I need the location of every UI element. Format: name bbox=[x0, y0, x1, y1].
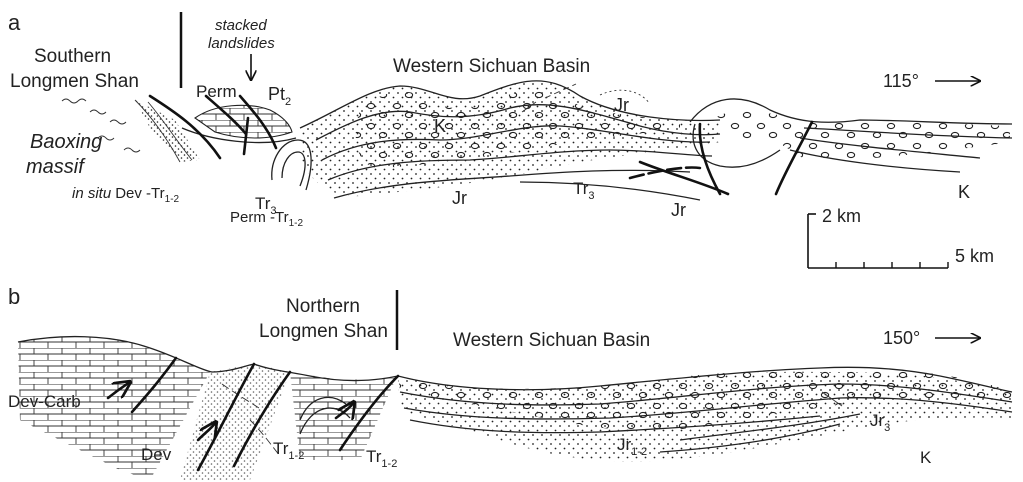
thrust-fault-a5 bbox=[640, 162, 728, 194]
label-jr-mid: Jr bbox=[452, 188, 467, 208]
panel-a-letter: a bbox=[8, 10, 21, 35]
label-pt2: Pt2 bbox=[268, 84, 291, 108]
baoxing-label-2: massif bbox=[26, 156, 86, 178]
scale-horizontal-label: 5 km bbox=[955, 246, 994, 266]
panel-a: a Southern Longmen Shan stacked landslid… bbox=[8, 10, 1012, 229]
panel-b-region-right: Western Sichuan Basin bbox=[453, 330, 650, 351]
scale-bar: 2 km 5 km bbox=[808, 206, 994, 268]
scale-vertical-label: 2 km bbox=[822, 206, 861, 226]
label-perm-tr: Perm -Tr1-2 bbox=[230, 209, 304, 229]
baoxing-label-1: Baoxing bbox=[30, 131, 102, 153]
annotation-stacked: stacked bbox=[215, 17, 267, 34]
label-devcarb: Dev-Carb bbox=[8, 392, 81, 411]
panel-b-direction: 150° bbox=[883, 328, 920, 348]
annotation-landslides: landslides bbox=[208, 35, 275, 52]
thrust-fault-a7 bbox=[630, 167, 700, 178]
label-k-left: K bbox=[434, 116, 446, 136]
panel-a-direction: 115° bbox=[883, 71, 919, 91]
label-k-b: K bbox=[920, 448, 932, 467]
label-tr3-right: Tr3 bbox=[573, 179, 595, 202]
label-perm: Perm bbox=[196, 82, 237, 101]
panel-b-region-left-line2: Longmen Shan bbox=[259, 321, 388, 342]
panel-a-region-left-line2: Longmen Shan bbox=[10, 71, 139, 92]
label-tr-b: Tr1-2 bbox=[366, 447, 397, 470]
bed-a-5 bbox=[520, 182, 700, 200]
panel-b-letter: b bbox=[8, 284, 20, 309]
label-jr-right: Jr bbox=[671, 200, 686, 220]
label-dev: Dev bbox=[141, 445, 172, 464]
label-jr-top: Jr bbox=[614, 95, 629, 115]
panel-a-region-left-line1: Southern bbox=[34, 46, 111, 67]
panel-b: b Northern Longmen Shan Western Sichuan … bbox=[8, 284, 1012, 480]
panel-b-region-left-line1: Northern bbox=[286, 296, 360, 317]
landslide-carbonate-mass bbox=[195, 105, 292, 138]
panel-a-region-right: Western Sichuan Basin bbox=[393, 56, 590, 77]
label-k-right: K bbox=[958, 182, 970, 202]
